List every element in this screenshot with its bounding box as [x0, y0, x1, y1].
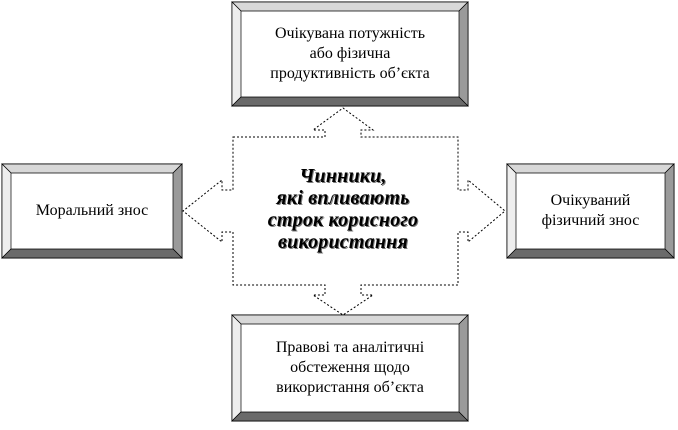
right-box-text: Очікуваний фізичний знос	[541, 192, 640, 229]
left-box-text: Моральний знос	[35, 202, 149, 219]
bottom-box	[231, 314, 469, 422]
bottom-box-text: Правові та аналітичні обстеження щодо ви…	[275, 339, 425, 396]
left-box	[1, 163, 183, 259]
right-box	[506, 163, 675, 259]
center-arrow-text: Чинники, які впливають строк корисного в…	[267, 165, 419, 253]
top-box-text: Очікувана потужність або фізична продукт…	[270, 25, 430, 82]
center-arrow-shape	[182, 107, 506, 316]
top-box	[231, 1, 469, 107]
